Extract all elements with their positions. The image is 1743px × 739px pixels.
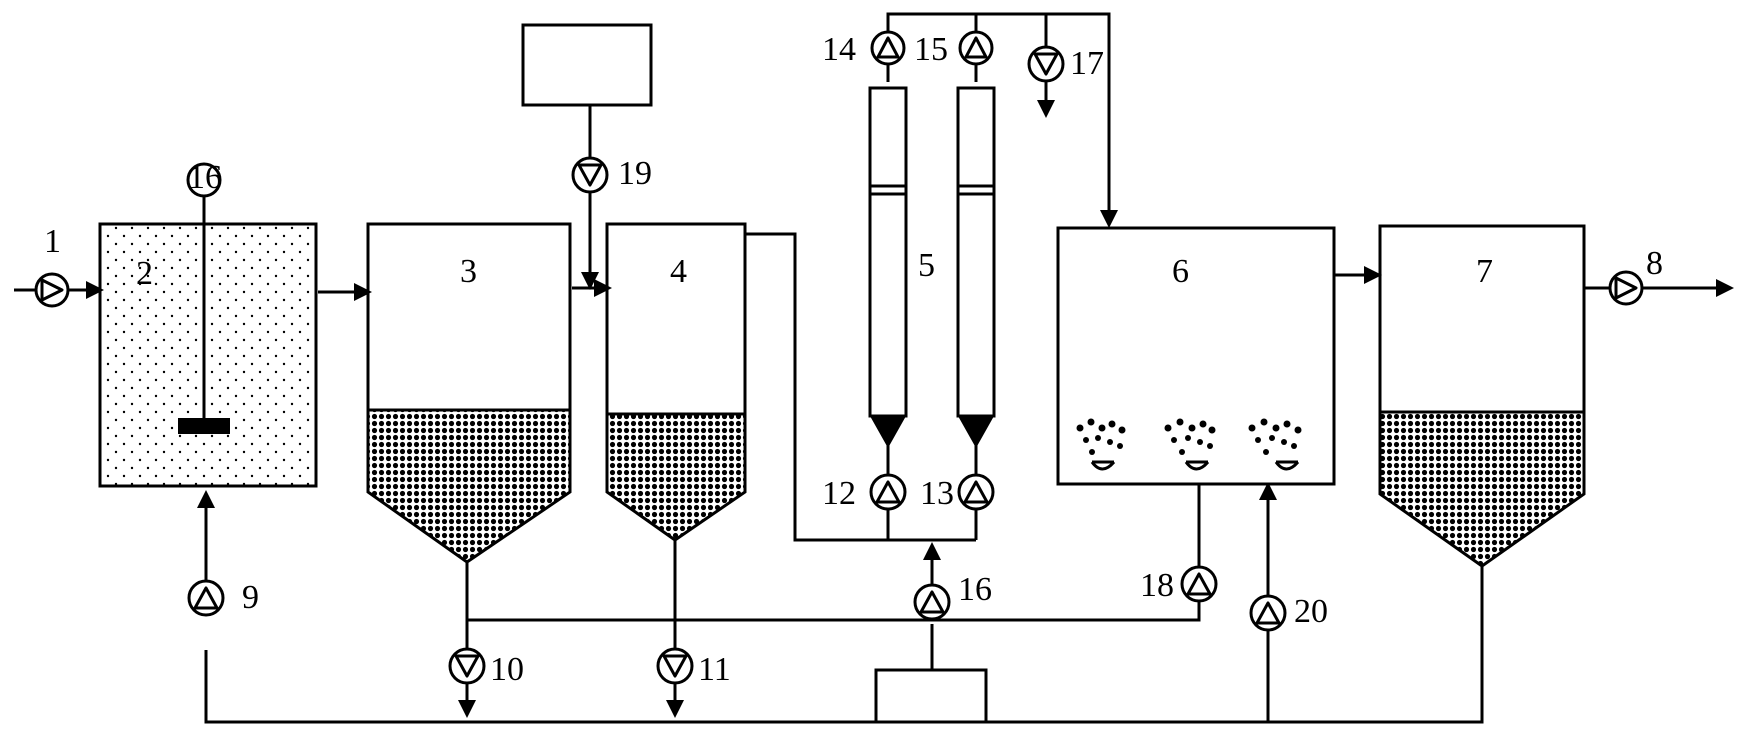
label-pump-15: 15: [914, 31, 948, 68]
pump-14-icon: [870, 30, 906, 66]
mixer-label: 16: [188, 159, 222, 196]
pump-10-icon: [448, 647, 486, 685]
aerators: [1076, 418, 1302, 471]
pump-16-icon: [913, 583, 951, 621]
label-pump-10: 10: [490, 651, 524, 688]
pump-8-icon: [1608, 270, 1644, 306]
label-pump-20: 20: [1294, 593, 1328, 630]
pump-9-icon: [187, 579, 225, 617]
piping: [14, 12, 1734, 724]
tank-7: [1378, 224, 1586, 568]
dosing-box-bottom: [874, 668, 988, 724]
label-pump-12: 12: [822, 475, 856, 512]
label-pump-13: 13: [920, 475, 954, 512]
column-5a: [868, 86, 908, 448]
label-pump-8: 8: [1646, 245, 1663, 282]
label-pump-14: 14: [822, 31, 856, 68]
label-pump-17: 17: [1070, 45, 1104, 82]
label-tank-2: 2: [136, 255, 153, 292]
tank-2: [98, 222, 318, 488]
label-tank-4: 4: [670, 253, 687, 290]
pump-15-icon: [958, 30, 994, 66]
label-pump-19: 19: [618, 155, 652, 192]
aerator-icon: [1248, 418, 1302, 471]
label-pump-9: 9: [242, 579, 259, 616]
pump-18-icon: [1180, 565, 1218, 603]
pump-1-icon: [34, 272, 70, 308]
pump-20-icon: [1249, 594, 1287, 632]
pump-12-icon: [869, 473, 907, 511]
tank-3: [366, 222, 572, 564]
pump-11-icon: [656, 647, 694, 685]
dosing-box: [521, 23, 653, 107]
label-pump-1: 1: [44, 223, 61, 260]
label-tank-3: 3: [460, 253, 477, 290]
label-pump-18: 18: [1140, 567, 1174, 604]
aerator-icon: [1164, 418, 1216, 471]
pump-19-icon: [571, 156, 609, 194]
label-tank-6: 6: [1172, 253, 1189, 290]
tank-4: [605, 222, 747, 542]
label-pump-11: 11: [698, 651, 731, 688]
label-column-5: 5: [918, 247, 935, 284]
pump-17-icon: [1027, 45, 1065, 83]
mixer-motor-icon: [186, 162, 222, 198]
label-pump-16: 16: [958, 571, 992, 608]
pump-13-icon: [957, 473, 995, 511]
aerator-icon: [1076, 418, 1126, 471]
column-5b: [956, 86, 996, 448]
tank-6: [1056, 226, 1336, 486]
label-tank-7: 7: [1476, 253, 1493, 290]
